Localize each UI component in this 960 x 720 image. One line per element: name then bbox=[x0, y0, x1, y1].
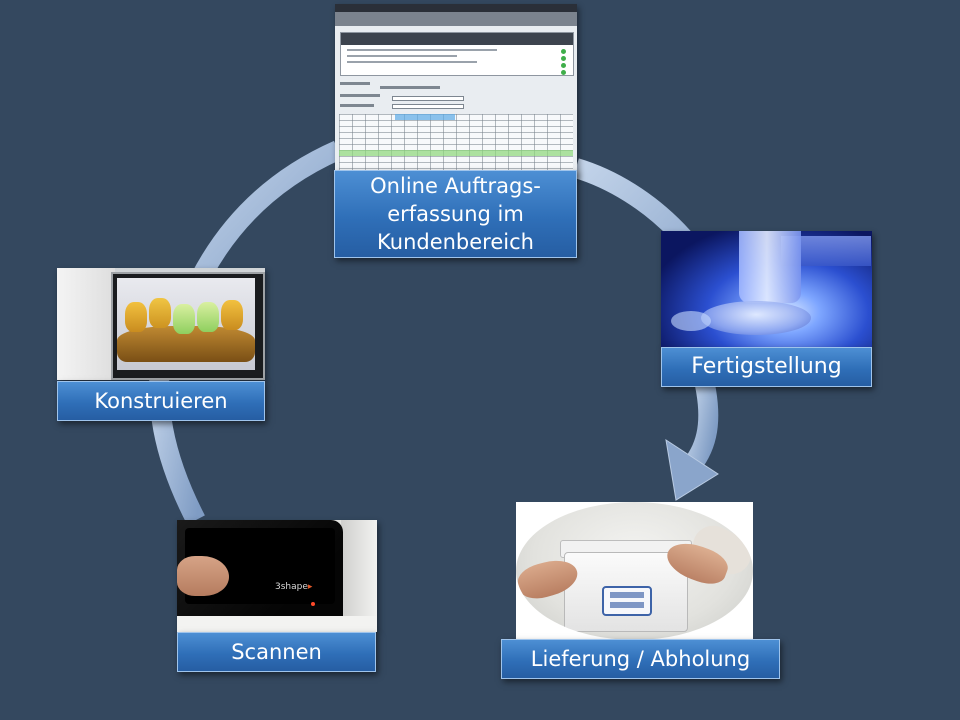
order-form-screenshot bbox=[335, 4, 577, 176]
step-scan-label: Scannen bbox=[177, 632, 376, 672]
milling-machine-photo bbox=[661, 231, 872, 347]
step-auftrag-label: Online Auftrags- erfassung im Kundenbere… bbox=[334, 170, 577, 258]
step-liefer-label: Lieferung / Abholung bbox=[501, 639, 780, 679]
delivery-box-photo bbox=[516, 502, 753, 640]
scanner-brand-logo: 3shape▸ bbox=[275, 582, 313, 592]
step-fertig-label: Fertigstellung bbox=[661, 347, 872, 387]
cad-design-photo bbox=[57, 268, 265, 380]
step-konstr-label: Konstruieren bbox=[57, 381, 265, 421]
step-auftrag-label-line3: Kundenbereich bbox=[377, 230, 534, 254]
step-auftrag-label-line1: Online Auftrags- bbox=[370, 174, 541, 198]
dental-scanner-photo: 3shape▸ bbox=[177, 520, 377, 632]
step-auftrag-label-line2: erfassung im bbox=[387, 202, 524, 226]
